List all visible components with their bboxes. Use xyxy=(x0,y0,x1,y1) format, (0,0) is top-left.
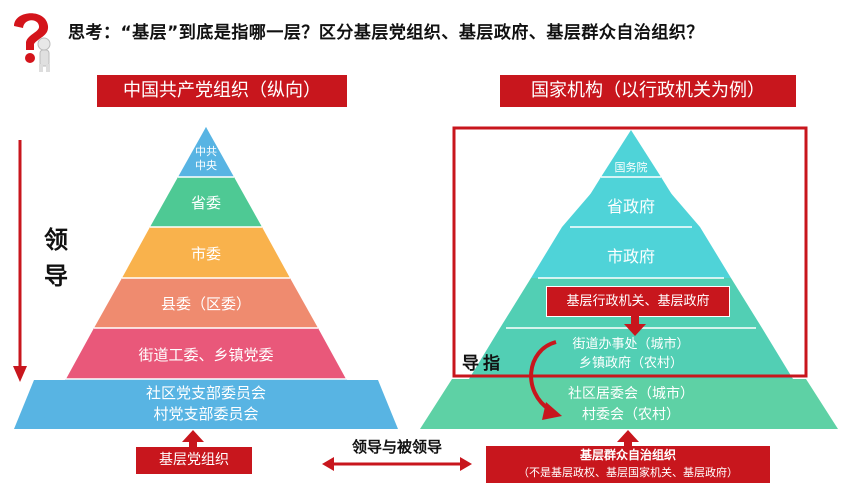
party-banner: 中国共产党组织（纵向） xyxy=(97,75,347,107)
autonomy-up-arrow xyxy=(617,430,639,448)
down-arrow xyxy=(13,140,27,382)
grassroots-party-tag: 基层党组织 xyxy=(136,447,252,474)
party-up-arrow xyxy=(182,430,204,448)
state-banner: 国家机构（以行政机关为例） xyxy=(500,75,796,107)
grassroots-gov-tag: 基层行政机关、基层政府 xyxy=(546,286,730,317)
state-level-2-label: 省政府 xyxy=(606,197,655,216)
question-icon xyxy=(14,13,51,72)
state-level-5-label: 街道办事处（城市）乡镇政府（农村） xyxy=(572,337,690,371)
guide-label: 导指 xyxy=(462,354,504,374)
party-level-5-label: 街道工委、乡镇党委 xyxy=(138,346,274,364)
page-title: 思考：“基层”到底是指哪一层？区分基层党组织、基层政府、基层群众自治组织？ xyxy=(68,23,704,43)
gov-down-arrow xyxy=(624,316,646,336)
party-level-6-label: 社区党支部委员会村党支部委员会 xyxy=(145,384,266,423)
grassroots-autonomy-tag: 基层群众自治组织 （不是基层政权、基层国家机关、基层政府） xyxy=(486,446,770,483)
state-level-6-label: 社区居委会（城市）村委会（农村） xyxy=(568,386,694,423)
guide-curve-arrow xyxy=(529,340,562,420)
party-level-4-label: 县委（区委） xyxy=(160,295,251,313)
lead-relation-label: 领导与被领导 xyxy=(351,438,442,456)
party-level-3-label: 市委 xyxy=(190,245,221,263)
lead-label: 领导 xyxy=(44,225,68,290)
state-level-1-label: 国务院 xyxy=(614,161,648,174)
state-frame xyxy=(452,126,808,378)
party-level-1-label: 中共中央 xyxy=(195,145,217,172)
double-arrow xyxy=(322,457,472,471)
state-level-3-label: 市政府 xyxy=(606,247,655,266)
party-level-2-label: 省委 xyxy=(190,194,221,212)
